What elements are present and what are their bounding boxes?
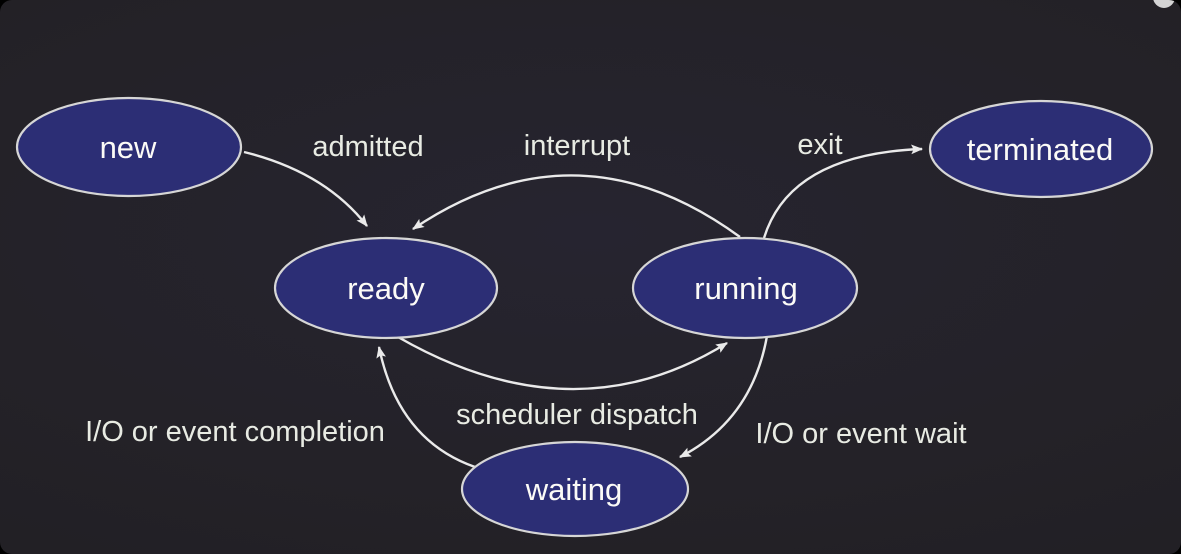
transition-io-completion-label: I/O or event completion xyxy=(85,416,385,448)
state-new-shape xyxy=(15,96,243,198)
transition-exit-arrow xyxy=(762,144,924,239)
transition-io-completion-arrow xyxy=(376,345,476,469)
transition-io-wait-arrow xyxy=(679,335,769,459)
state-waiting-shape xyxy=(460,440,690,538)
state-running: running xyxy=(631,236,859,340)
state-terminated-label: terminated xyxy=(967,132,1113,167)
state-waiting: waiting xyxy=(460,440,690,538)
corner-dot-icon xyxy=(1153,0,1175,8)
state-ready-label: ready xyxy=(347,271,425,306)
transition-exit-label: exit xyxy=(797,129,842,161)
state-terminated: terminated xyxy=(928,99,1154,199)
transition-interrupt-label: interrupt xyxy=(524,130,630,162)
state-terminated-shape xyxy=(928,99,1154,199)
state-running-label: running xyxy=(694,271,797,306)
state-ready-shape xyxy=(273,236,499,340)
state-waiting-label: waiting xyxy=(525,472,623,507)
transition-scheduler-dispatch-arrow xyxy=(397,335,728,391)
transition-io-wait-label: I/O or event wait xyxy=(755,418,966,450)
state-running-shape xyxy=(631,236,859,340)
transition-interrupt-arrow xyxy=(412,174,741,238)
state-ready: ready xyxy=(273,236,499,340)
state-new: new xyxy=(15,96,243,198)
transition-admitted-arrow xyxy=(243,150,368,227)
transition-admitted-label: admitted xyxy=(312,131,423,163)
transition-scheduler-dispatch-label: scheduler dispatch xyxy=(456,399,698,431)
state-new-label: new xyxy=(100,130,157,165)
